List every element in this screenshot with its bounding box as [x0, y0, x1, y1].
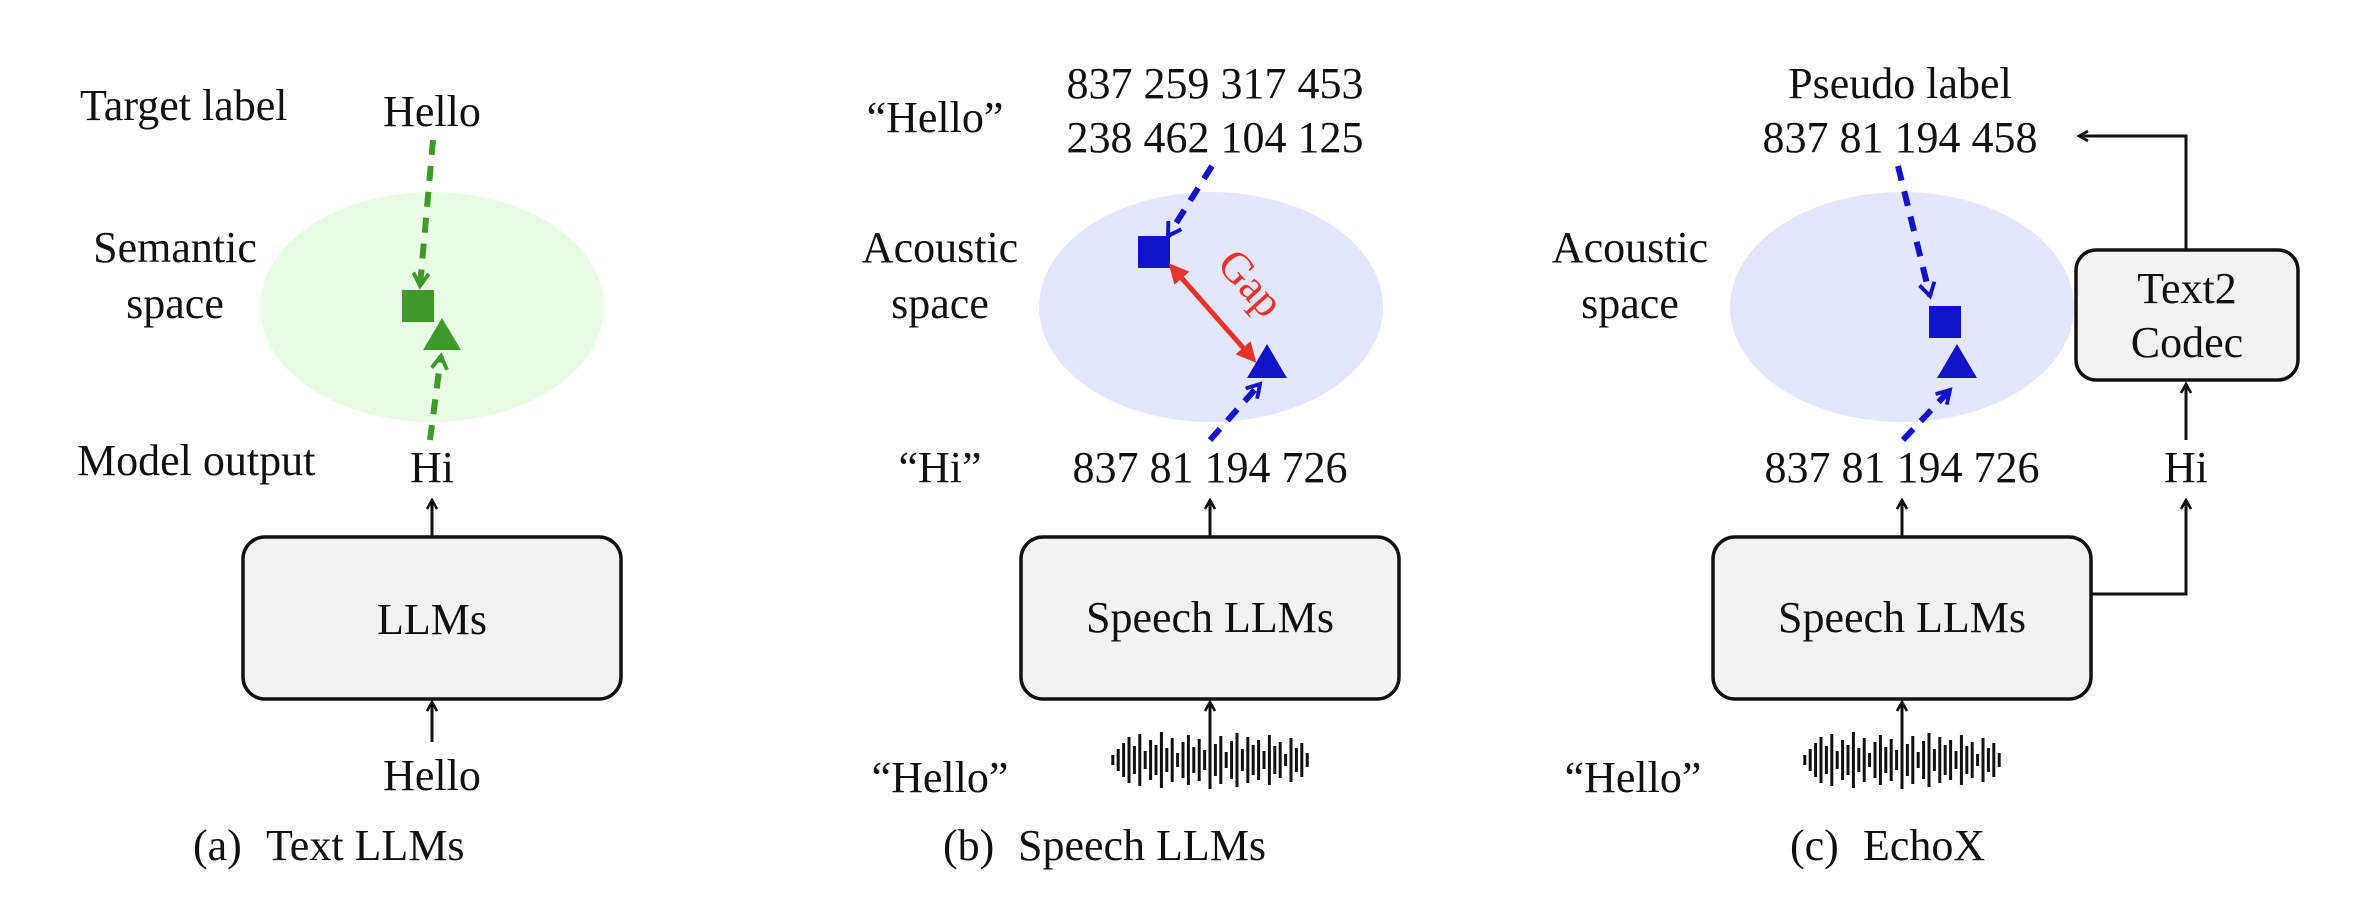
- caption-tag: (c): [1790, 821, 1839, 870]
- llms-box: [241, 535, 623, 701]
- waveform-icon: [1803, 731, 2001, 789]
- output-push-arrow: [1900, 390, 1950, 443]
- input-word: Hello: [383, 751, 481, 800]
- input-quote: “Hello”: [872, 753, 1009, 802]
- space-label-line2: space: [891, 279, 989, 328]
- llms-box-label: LLMs: [377, 595, 487, 644]
- target-tokens-line2: 238 462 104 125: [1067, 113, 1364, 162]
- space-label-line2: space: [1581, 279, 1679, 328]
- speech-llms-box: [1711, 535, 2093, 701]
- space-label-line1: Acoustic: [1552, 223, 1708, 272]
- input-quote: “Hello”: [1565, 753, 1702, 802]
- output-word: Hi: [410, 443, 454, 492]
- pseudo-label-title: Pseudo label: [1788, 59, 2012, 108]
- text2codec-line1: Text2: [2137, 264, 2237, 313]
- acoustic-space: [1039, 192, 1383, 422]
- waveform-icon: [1111, 731, 1309, 789]
- pseudo-square-marker: [1929, 306, 1961, 338]
- output-tokens: 837 81 194 726: [1073, 443, 1348, 492]
- output-push-arrow: [427, 356, 441, 441]
- gap-arrow: [1168, 263, 1257, 363]
- target-word: Hello: [383, 87, 481, 136]
- output-triangle-marker: [1937, 344, 1977, 378]
- codec-to-pseudo-label-arrow: [2079, 136, 2188, 250]
- caption-tag: (b): [943, 821, 994, 870]
- target-label-title: Target label: [80, 81, 287, 130]
- caption-text: Speech LLMs: [1018, 821, 1266, 870]
- text2codec-line2: Codec: [2131, 318, 2243, 367]
- pseudo-label-tokens: 837 81 194 458: [1763, 113, 2038, 162]
- caption-text: Text LLMs: [266, 821, 465, 870]
- speech-llms-box-label: Speech LLMs: [1778, 593, 2026, 642]
- panel-c-echox: Pseudo label 837 81 194 458 Acoustic spa…: [1552, 59, 2300, 870]
- speech-llms-box-label: Speech LLMs: [1086, 593, 1334, 642]
- output-tokens: 837 81 194 726: [1765, 443, 2040, 492]
- target-pull-arrow: [1165, 164, 1215, 236]
- space-label-line1: Semantic: [93, 223, 257, 272]
- speech-llms-box: [1019, 535, 1401, 701]
- llm-to-text-output-arrow: [2091, 500, 2186, 596]
- caption-text: EchoX: [1863, 821, 1985, 870]
- acoustic-space: [1730, 192, 2074, 422]
- output-push-arrow: [1207, 384, 1260, 442]
- output-title: Model output: [77, 436, 315, 485]
- panel-a-text-llms: Target label Hello Semantic space Model …: [77, 81, 623, 870]
- output-triangle-marker: [1247, 344, 1287, 378]
- output-triangle-marker: [423, 318, 461, 350]
- space-label-line1: Acoustic: [862, 223, 1018, 272]
- space-label-line2: space: [126, 279, 224, 328]
- text-output-word: Hi: [2164, 443, 2208, 492]
- target-square-marker: [1138, 236, 1170, 268]
- caption-tag: (a): [193, 821, 242, 870]
- pseudo-pull-arrow: [1895, 165, 1930, 296]
- target-tokens-line1: 837 259 317 453: [1067, 59, 1364, 108]
- target-square-marker: [402, 290, 434, 322]
- panel-b-speech-llms: “Hello” 837 259 317 453 238 462 104 125 …: [862, 59, 1401, 870]
- text2codec-box: [2074, 248, 2300, 382]
- output-quote: “Hi”: [898, 443, 981, 492]
- target-quote: “Hello”: [867, 93, 1004, 142]
